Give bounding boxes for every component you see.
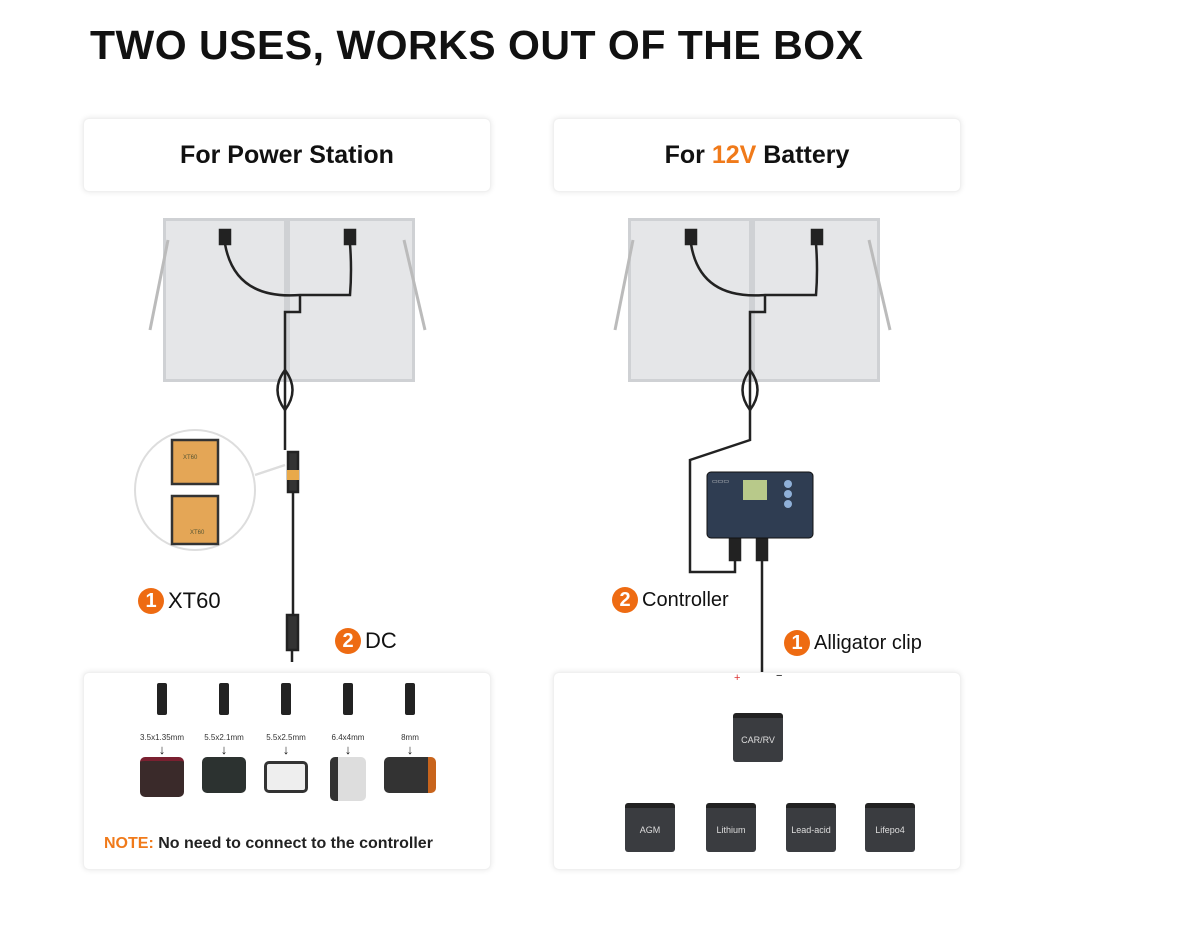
label-text: XT60 [168,588,221,613]
xt60-mark: XT60 [183,455,198,461]
adapter-row: 3.5x1.35mm ↓ 5.5x2.1mm ↓ 5.5x2.5mm ↓ 6.4… [132,683,440,801]
battery-header-post: Battery [756,140,850,169]
power-station-header-text: For Power Station [180,140,394,169]
adapter-column: 3.5x1.35mm ↓ [132,683,192,801]
dc-plug [285,613,300,652]
connector-size: 3.5x1.35mm [139,733,185,742]
label-text: DC [365,628,397,653]
label-dc: 2 DC [335,628,397,654]
power-station-header: For Power Station [83,118,491,192]
power-station-icon [330,757,366,801]
adapter-column: 6.4x4mm ↓ [318,683,378,801]
dc-tip-icon [405,683,415,715]
arrow-down-icon: ↓ [282,742,290,757]
battery-lithium: Lithium [706,803,756,852]
positive-sign: + [734,672,741,684]
adapter-column: 5.5x2.5mm ↓ [256,683,316,801]
battery-agm: AGM [625,803,675,852]
number-badge: 1 [138,588,164,614]
label-text: Alligator clip [814,631,922,654]
dc-tip-icon [281,683,291,715]
power-station-icon [384,757,436,793]
xt60-female [170,494,220,546]
xt60-mark: XT60 [190,530,205,536]
connector-size: 5.5x2.5mm [266,733,306,742]
battery-lead-acid: Lead-acid [786,803,836,852]
junction-box [218,228,232,246]
adapter-column: 5.5x2.1mm ↓ [194,683,254,801]
arrow-down-icon: ↓ [344,742,352,757]
label-xt60: 1 XT60 [138,588,221,614]
battery-lifepo4: Lifepo4 [865,803,915,852]
controller-brand: ▭▭▭ [712,479,730,485]
power-station-icon [140,757,184,797]
note-prefix: NOTE: [104,835,154,852]
xt60-male [170,438,220,486]
xt60-zoom-circle [134,429,256,551]
dc-adapters-card: 3.5x1.35mm ↓ 5.5x2.1mm ↓ 5.5x2.5mm ↓ 6.4… [83,672,491,870]
dc-tip-icon [343,683,353,715]
connector-size: 6.4x4mm [331,733,365,742]
dc-tip-icon [219,683,229,715]
controller-lcd [743,480,767,500]
battery-label: Lithium [716,825,746,835]
adapter-column: 8mm ↓ [380,683,440,801]
rv-battery-label: CAR/RV [741,735,775,745]
panel-cable [223,243,353,297]
label-alligator-clip: 1 Alligator clip [784,630,922,656]
battery-label: Lifepo4 [875,825,905,835]
charge-controller [706,471,814,539]
label-text: Controller [642,588,729,611]
power-station-icon [264,761,308,793]
battery-header-voltage: 12V [711,140,757,169]
power-station-icon [202,757,246,793]
arrow-down-icon: ↓ [406,742,414,757]
main-cable [283,295,302,450]
connector-size: 5.5x2.1mm [204,733,244,742]
battery-header: For 12V Battery [553,118,961,192]
rv-battery: CAR/RV [733,713,783,762]
battery-header-pre: For [664,140,712,169]
number-badge: 2 [612,587,638,613]
connector-size: 8mm [401,733,419,742]
negative-sign: − [776,670,783,682]
arrow-down-icon: ↓ [220,742,228,757]
junction-box [343,228,357,246]
note: NOTE: No need to connect to the controll… [104,835,433,853]
number-badge: 1 [784,630,810,656]
note-text: No need to connect to the controller [158,835,433,852]
page-title: TWO USES, WORKS OUT OF THE BOX [90,22,864,68]
number-badge: 2 [335,628,361,654]
label-controller: 2 Controller [612,587,729,613]
arrow-down-icon: ↓ [158,742,166,757]
battery-label: Lead-acid [791,825,831,835]
dc-tip-icon [157,683,167,715]
panel-legs [148,239,892,331]
battery-label: AGM [639,825,661,835]
cable-coil [276,369,294,413]
